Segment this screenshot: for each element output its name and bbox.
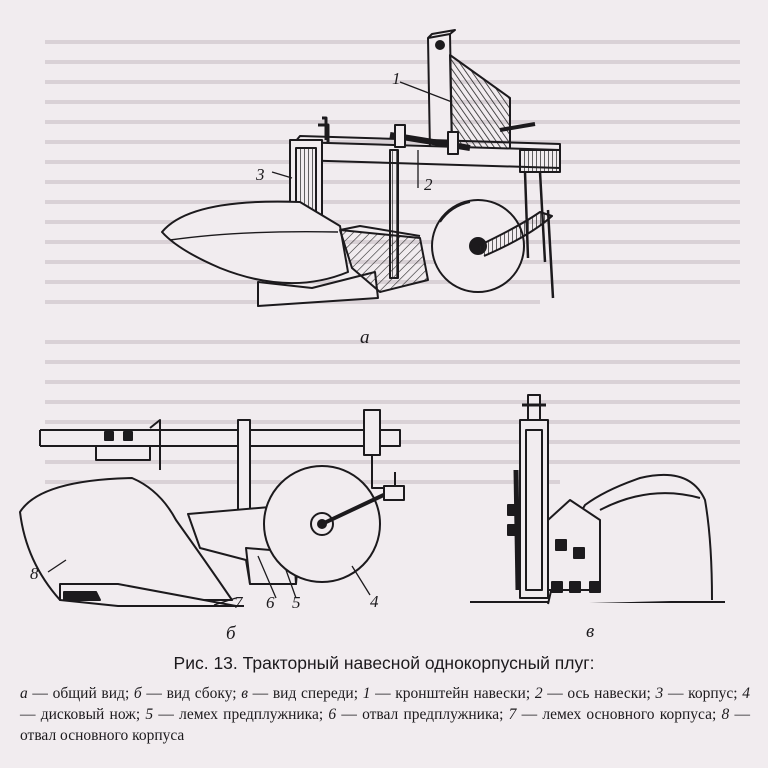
- legend-text: отвал основного корпуса: [20, 727, 185, 744]
- main-mouldboard: [161, 200, 349, 284]
- legend-key: 3: [655, 685, 664, 702]
- legend-key: 2: [534, 685, 543, 702]
- legend-text: общий вид: [52, 685, 125, 702]
- legend-key: в: [241, 685, 249, 702]
- legend-text: дисковый нож: [40, 706, 136, 723]
- legend-key: 5: [145, 706, 154, 723]
- legend-key: б: [133, 685, 142, 702]
- legend-key: 7: [508, 706, 517, 723]
- legend-text: вид спереди: [272, 685, 354, 702]
- legend-text: корпус: [688, 685, 734, 702]
- view-label-a: а: [360, 327, 370, 348]
- skimmer-body: [339, 229, 429, 293]
- legend-text: ось навески: [567, 685, 647, 702]
- legend-text: вид сбоку: [166, 685, 233, 702]
- callout-5: 5: [292, 593, 301, 612]
- legend-key: 6: [328, 706, 337, 723]
- legend-key: 8: [721, 706, 730, 723]
- legend-key: 4: [742, 685, 751, 702]
- legend-text: лемех предплужника: [179, 706, 319, 723]
- legend-text: лемех основного корпуса: [542, 706, 713, 723]
- callout-8: 8: [30, 564, 39, 583]
- callout-6: 6: [266, 593, 275, 612]
- callout-1: 1: [392, 69, 401, 88]
- front-bracket: [547, 499, 601, 591]
- side-main-mouldboard: [19, 477, 233, 601]
- rear-bracket: [519, 149, 561, 173]
- callout-3: 3: [256, 165, 265, 184]
- legend-key: 1: [362, 685, 371, 702]
- callout-7: 7: [234, 593, 243, 612]
- view-label-v: в: [586, 621, 595, 642]
- legend-text: кронштейн навески: [395, 685, 526, 702]
- callout-4: 4: [370, 592, 379, 611]
- view-label-b: б: [226, 623, 236, 644]
- figure-caption: Рис. 13. Тракторный навесной однокорпусн…: [173, 653, 595, 673]
- callout-2: 2: [424, 175, 433, 194]
- figure-legend: а — общий вид; б — вид сбоку; в — вид сп…: [20, 685, 751, 744]
- legend-text: отвал предплужника: [362, 706, 500, 723]
- legend-key: а: [20, 685, 28, 702]
